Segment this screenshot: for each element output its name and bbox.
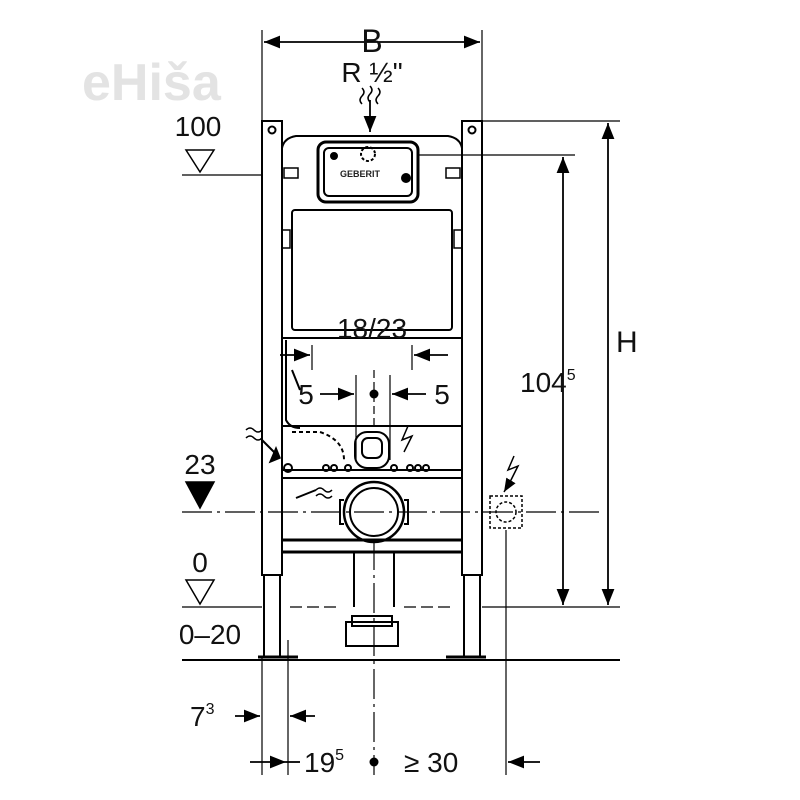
label-5-right: 5 [434, 379, 450, 410]
brand-logo: GEBERIT [340, 169, 381, 179]
label-r-half: R ½" [341, 57, 402, 88]
dimension-arrows [235, 35, 615, 769]
label-5-left: 5 [298, 379, 314, 410]
flush-plate [316, 140, 420, 204]
left-leg [263, 574, 281, 658]
label-100: 100 [175, 111, 222, 142]
bottom-center-dot [369, 757, 379, 767]
label-h: H [616, 326, 638, 359]
center-dot [369, 389, 379, 399]
left-post [261, 120, 283, 576]
watermark-logo: eHiša [82, 54, 222, 112]
right-leg [463, 574, 481, 658]
reference-lines [182, 30, 620, 775]
label-0: 0 [192, 547, 208, 578]
label-0-20: 0–20 [179, 619, 241, 650]
label-23: 23 [184, 449, 215, 480]
right-post [461, 120, 483, 576]
water-supply-icon [245, 85, 381, 464]
left-post-hole [267, 125, 277, 135]
flush-connection-icon [295, 487, 333, 499]
label-b: B [361, 23, 382, 59]
cistern-window [291, 209, 453, 331]
cistern-body [281, 135, 463, 339]
label-18-23: 18/23 [337, 313, 407, 344]
label-19-5: 195 [304, 747, 344, 778]
label-7-3: 73 [190, 701, 215, 732]
installation-frame [258, 120, 486, 659]
label-30: ≥ 30 [404, 747, 458, 778]
flush-pipe [292, 431, 345, 461]
flush-bend [354, 431, 390, 469]
right-post-hole [467, 125, 477, 135]
electrical-supply-icon [400, 425, 523, 529]
label-104: 1045 [520, 367, 576, 398]
level-marker-icon [184, 149, 216, 606]
